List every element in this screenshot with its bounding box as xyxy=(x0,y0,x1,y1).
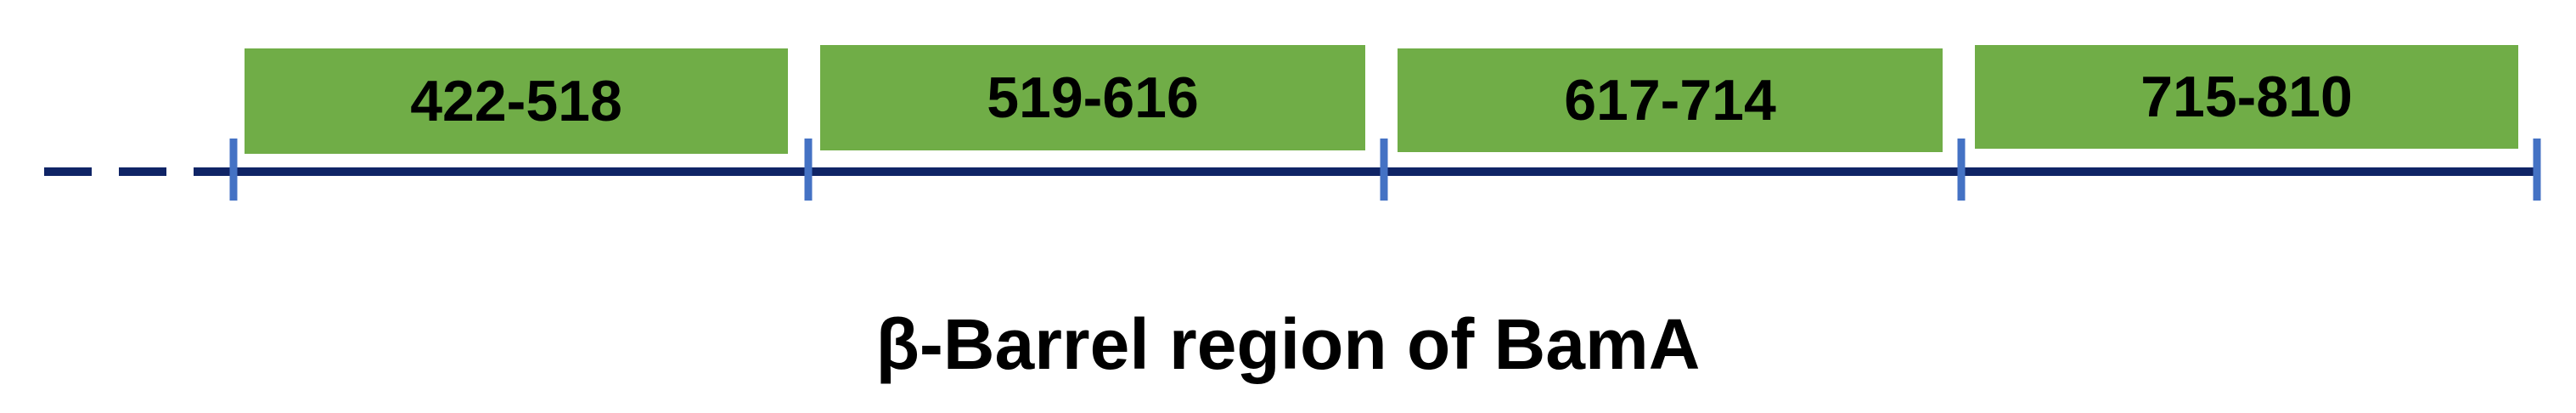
segment-box xyxy=(820,45,1365,150)
axis-ticks xyxy=(229,139,2541,201)
segment-box xyxy=(1398,48,1943,152)
segment-label: 715-810 xyxy=(2140,65,2353,129)
segment-label: 519-616 xyxy=(987,65,1199,130)
segment-box xyxy=(245,48,788,154)
segment-715-810: 715-810 xyxy=(1975,45,2518,149)
segment-label: 422-518 xyxy=(410,69,622,133)
segment-box xyxy=(1975,45,2518,149)
segment-617-714: 617-714 xyxy=(1398,48,1943,152)
diagram-caption: β-Barrel region of BamA xyxy=(875,304,1701,384)
segment-519-616: 519-616 xyxy=(820,45,1365,150)
segment-label: 617-714 xyxy=(1564,68,1776,133)
segment-422-518: 422-518 xyxy=(245,48,788,154)
